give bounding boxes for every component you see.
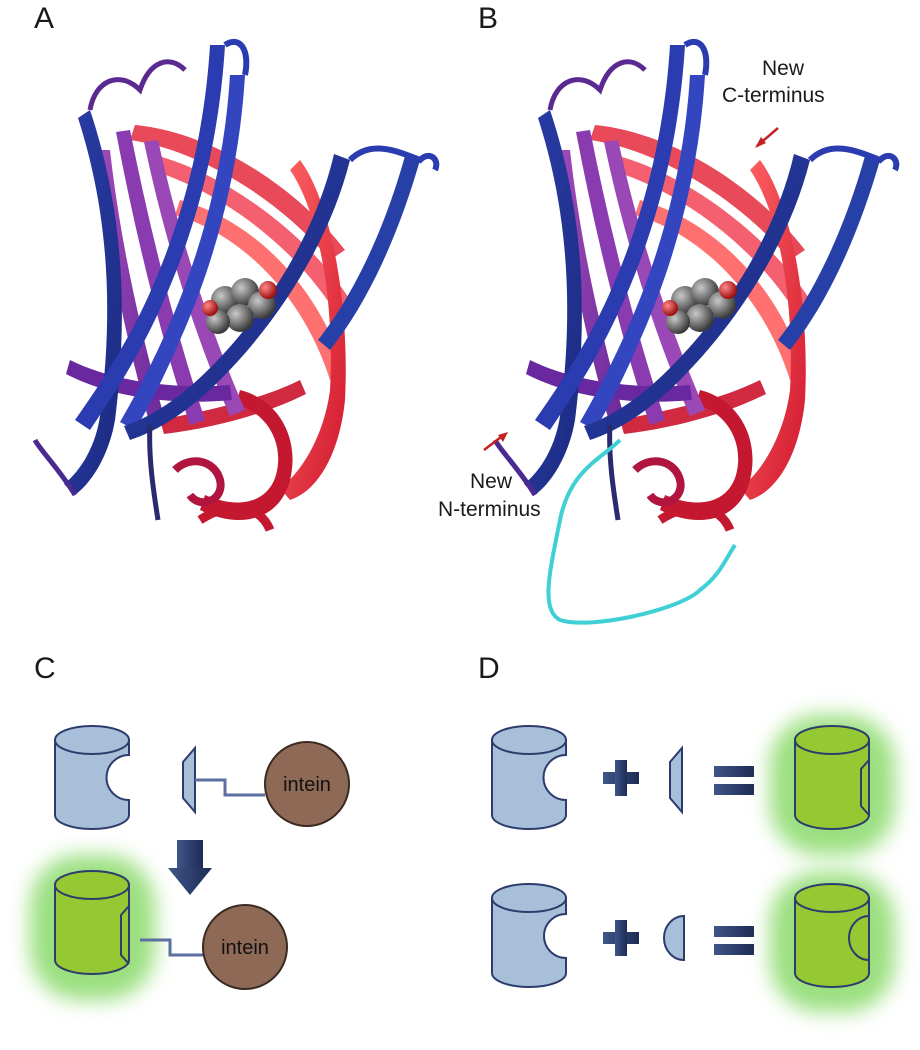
svg-text:intein: intein [283, 774, 331, 796]
n-terminus-label-line2: N-terminus [438, 498, 541, 521]
fragment-d1 [669, 745, 683, 815]
equals-icon [714, 766, 754, 795]
c-terminus-label-line2: C-terminus [722, 84, 825, 107]
linker [546, 438, 737, 625]
panel-b-label: B [478, 2, 498, 35]
protein-structure-a [35, 42, 436, 530]
protein-structure-b [495, 42, 896, 625]
down-arrow-icon [168, 840, 212, 895]
barrel-split-d2 [491, 883, 567, 988]
intein-top: intein [264, 741, 350, 827]
barrel-complete-d2 [794, 883, 870, 988]
n-terminus-arrow-head [498, 432, 508, 442]
panel-c-label: C [34, 652, 56, 685]
barrel-split-c [54, 725, 130, 830]
barrel-split-d1 [491, 725, 567, 830]
intein-bottom: intein [202, 904, 288, 990]
equals-icon-2 [714, 926, 754, 955]
c-terminus-label-line1: New [762, 57, 805, 80]
n-terminus-label-line1: New [470, 470, 513, 493]
barrel-complete-c [54, 870, 205, 975]
svg-text:intein: intein [221, 937, 269, 959]
panel-d-label: D [478, 652, 500, 685]
fragment-d2 [663, 914, 685, 962]
c-terminus-arrow-head [755, 137, 766, 148]
panel-a-label: A [34, 2, 54, 35]
barrel-complete-d1 [794, 725, 870, 830]
plus-icon [603, 760, 639, 796]
plus-icon-2 [603, 920, 639, 956]
fragment-c [182, 745, 265, 815]
